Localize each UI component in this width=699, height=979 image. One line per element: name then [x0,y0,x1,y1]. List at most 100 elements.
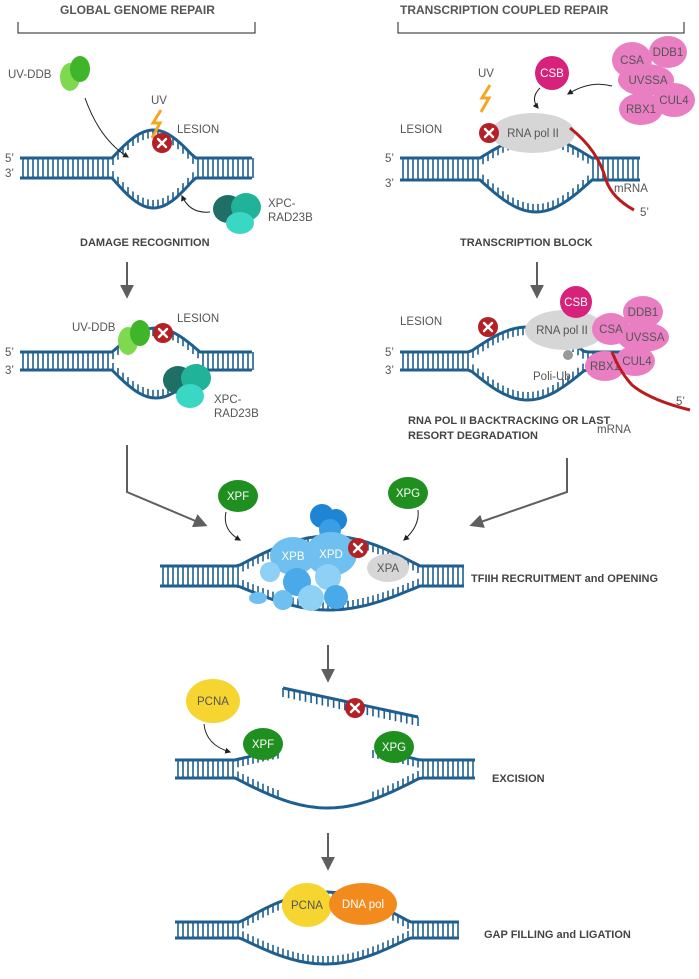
strand-3-ggr-2: 3’ [5,365,14,377]
strand-5-tcr-2: 5’ [385,347,394,359]
xpc-label-line2: RAD23B [268,212,313,224]
lesion-label-ggr: LESION [177,124,219,136]
xpb-label: XPB [281,551,304,563]
step-backtracking-line2: RESORT DEGRADATION [408,430,538,442]
converge-arrow-left [126,445,208,528]
dna-pol-protein [329,883,397,925]
lesion-label-tcr-2: LESION [400,316,442,328]
rna-pol-ii-2 [525,310,605,350]
xpg-arrow [403,509,419,541]
step-damage-recognition: DAMAGE RECOGNITION [80,237,210,249]
strand-3-tcr: 3’ [385,178,394,190]
header-global: GLOBAL GENOME REPAIR [17,3,256,34]
step-tfiih: TFIIH RECRUITMENT and OPENING [471,573,658,585]
strand-5-tcr: 5’ [385,153,394,165]
lesion-mark-ggr-1 [152,133,172,153]
lesion-layer [152,123,499,718]
uv-ddb-arrow [84,97,130,158]
strand-3-tcr-2: 3’ [385,365,394,377]
panel-tfiih: XPF XPG XPB XPD XPA TFIIH RECRUITMENT an… [218,477,658,683]
lesion-mark-ggr-2 [153,323,173,343]
lesion-mark-tcr-1 [479,123,499,143]
uv-ddb-subunit-b [70,56,90,82]
xpf-label: XPF [227,491,249,503]
pcna-label-2: PCNA [291,900,323,912]
step-backtracking-line1: RNA POL II BACKTRACKING OR LAST [408,415,611,427]
panel-excision: PCNA XPF XPG EXCISION [186,679,545,871]
ddb1-label: DDB1 [653,47,684,59]
cul4-label-2: CUL4 [622,356,652,368]
csa-complex-2 [585,296,669,381]
header-global-genome-repair: GLOBAL GENOME REPAIR [60,3,215,17]
xpg-protein-2 [374,731,414,763]
uv-ddb-label-2: UV-DDB [72,322,116,334]
pcna-protein [186,679,240,723]
poly-ub-dot [563,350,573,360]
xpg-label-2: XPG [382,742,406,754]
poli-ub-label: Poli-Ub [533,371,571,383]
xpd-label: XPD [319,549,343,561]
uv-ddb-subunit-b-2 [130,320,150,346]
uv-ddb-label: UV-DDB [8,69,52,81]
tfiih-complex [249,504,357,611]
mrna-5-tcr: 5’ [640,207,649,219]
xpc-label-2-line1: XPC- [214,394,242,406]
xpa-label: XPA [377,563,399,575]
strand-5-ggr: 5’ [5,153,14,165]
xpf-label-2: XPF [252,739,274,751]
mrna-strand [569,126,635,212]
mrna-label-tcr: mRNA [614,183,648,195]
bracket-global [17,22,256,34]
panel-tcr-block: UV LESION 5’ 3’ CSB CSA DDB1 UVSSA CUL4 … [385,36,695,299]
uvssa-label: UVSSA [629,75,668,87]
step-excision: EXCISION [492,773,545,785]
panel-ggr-bound: UV-DDB LESION 5’ 3’ XPC- RAD23B [5,313,259,420]
xpc-label-2-line2: RAD23B [214,408,259,420]
csa-complex [612,36,695,125]
csb-arrow [532,87,541,109]
xpg-label: XPG [396,488,420,500]
uv-bolt-ggr [150,109,163,139]
strand-3-ggr: 3’ [5,168,14,180]
csa-arrow [566,83,613,95]
lesion-mark-tfiih [348,538,368,558]
pcna-protein-2 [282,883,332,927]
csa-label-2: CSA [599,324,623,336]
xpf-arrow [224,511,242,541]
panel-tcr-backtracking: LESION 5’ 3’ RNA pol II CSB CSA DDB1 UVS… [385,286,691,442]
xpc-rad23b-complex-2 [163,364,211,408]
pcna-arrow [203,723,232,754]
ddb1-label-2: DDB1 [628,307,659,319]
xpc-label-line1: XPC- [268,198,296,210]
dna-pol-label: DNA pol [342,899,384,911]
mrna-label-tcr-2: mRNA [597,424,631,436]
xpc-rad23b-complex [213,193,261,234]
strand-5-ggr-2: 5’ [5,347,14,359]
pcna-label: PCNA [197,696,229,708]
dna-bubble-tcr-1 [400,134,640,214]
xpa-protein [367,554,409,582]
rna-pol-ii-label-2: RNA pol II [536,325,588,337]
dna-bubble-excision [175,748,475,810]
header-transcription: TRANSCRIPTION COUPLED REPAIR [397,3,685,34]
uv-label-tcr: UV [478,68,494,80]
converge-arrow-right [469,458,568,528]
rna-pol-ii-label: RNA pol II [507,128,559,140]
csb-label-2: CSB [564,297,588,309]
bracket-transcription [397,22,685,34]
step-transcription-block: TRANSCRIPTION BLOCK [460,237,593,249]
csb-label: CSB [540,68,564,80]
csb-protein [535,56,569,90]
panel-gap-filling: PCNA DNA pol GAP FILLING and LIGATION [282,883,631,941]
rbx1-label-2: RBX1 [590,361,620,373]
step-gap-filling: GAP FILLING and LIGATION [484,929,631,941]
lesion-mark-tcr-2 [478,317,498,337]
xpc-arrow [181,194,211,213]
uv-label-ggr: UV [151,95,167,107]
mrna-strand-2 [610,351,691,412]
header-transcription-coupled-repair: TRANSCRIPTION COUPLED REPAIR [400,3,609,17]
lesion-label-tcr: LESION [400,124,442,136]
xpf-protein-2 [243,728,283,760]
xpg-protein [388,477,428,509]
